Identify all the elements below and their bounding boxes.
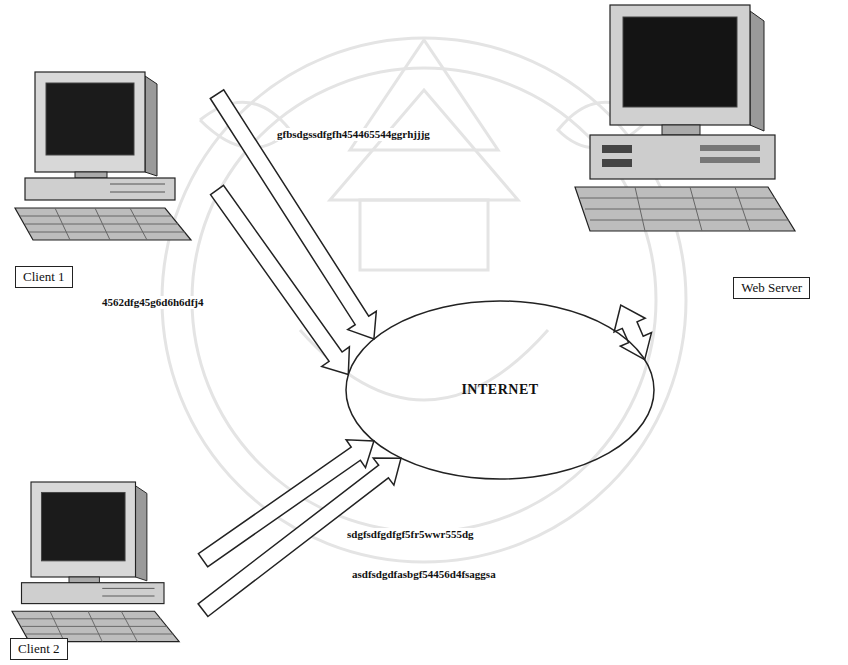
computer-label: Client 2 xyxy=(10,638,68,660)
encrypted-data: 4562dfg45g6d6h6dfj4 xyxy=(100,296,205,309)
client-computer xyxy=(15,72,191,240)
network-ellipse: INTERNET xyxy=(345,300,655,480)
block-arrow xyxy=(614,305,651,360)
client-node: Client 1 xyxy=(12,60,217,288)
client-node: Client 2 xyxy=(8,470,203,662)
client-computer xyxy=(12,482,179,642)
block-arrow xyxy=(211,185,350,374)
watermark-seal xyxy=(162,38,686,562)
server-node: Web Server xyxy=(580,5,820,305)
network-label: INTERNET xyxy=(461,382,538,398)
computer-label: Client 1 xyxy=(15,266,73,288)
server-computer xyxy=(575,5,795,231)
encrypted-data: gfbsdgssdfgfh454465544ggrhjjjg xyxy=(275,128,432,141)
computer-label: Web Server xyxy=(733,277,810,299)
encrypted-data: asdfsdgdfasbgf54456d4fsaggsa xyxy=(350,568,498,581)
encrypted-data: sdgfsdfgdfgf5fr5wwr555dg xyxy=(345,528,476,541)
